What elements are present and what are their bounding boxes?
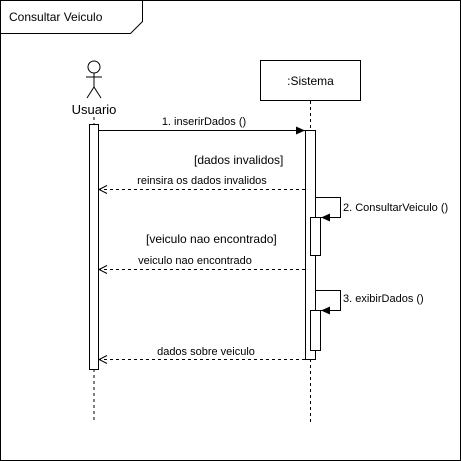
message-exibirdados-label: 3. exibirDados () xyxy=(343,293,424,305)
guard-veiculo-nao-encontrado: [veiculo nao encontrado] xyxy=(146,232,277,246)
frame-title: Consultar Veiculo xyxy=(9,10,103,24)
message-exibirdados-arrow xyxy=(316,290,341,315)
actor-label: Usuario xyxy=(72,102,117,117)
message-inserirdados-label: 1. inserirDados () xyxy=(162,116,246,128)
message-veiculo-nao-encontrado-label: veiculo nao encontrado xyxy=(138,255,252,267)
actor-activation-bar xyxy=(89,124,99,370)
message-reinsira-label: reinsira os dados invalidos xyxy=(137,175,267,187)
system-nested-activation-1 xyxy=(310,217,321,256)
message-dados-sobre-veiculo-label: dados sobre veiculo xyxy=(157,346,255,358)
system-object-box xyxy=(260,60,361,101)
message-consultarveiculo-arrow xyxy=(316,197,341,222)
frame-title-tab xyxy=(0,0,143,34)
actor-head xyxy=(87,60,101,74)
actor-right-leg xyxy=(93,86,102,99)
actor-left-leg xyxy=(86,86,95,99)
message-consultarveiculo-label: 2. ConsultarVeiculo () xyxy=(343,202,448,214)
actor-usuario xyxy=(86,60,102,99)
system-nested-activation-2 xyxy=(310,310,321,351)
guard-dados-invalidos: [dados invalidos] xyxy=(194,153,283,167)
system-object-label: :Sistema xyxy=(287,74,334,88)
